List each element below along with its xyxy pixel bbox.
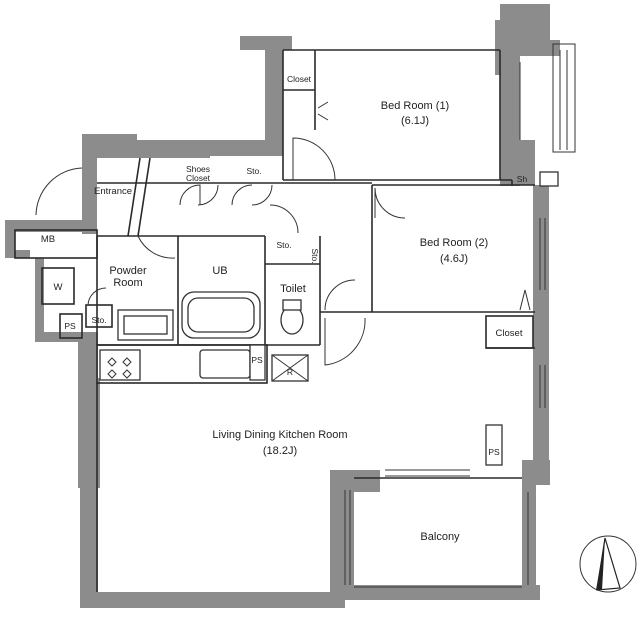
powder-room-name: Powder [109,265,147,277]
interior-walls [14,49,535,592]
shoes-closet-label: Shoes [186,164,210,174]
ub-name: UB [212,265,227,277]
bedroom2-size: (4.6J) [440,253,468,265]
windows [344,43,576,588]
shoes-closet-label-2: Closet [186,173,211,183]
storage-labels: Closet Shoes Closet Sto. Sto. Sto. Sto. … [41,74,528,457]
closet-right-label: Closet [496,328,523,339]
sto-powder-label: Sto. [91,315,106,325]
ldk-size: (18.2J) [263,445,297,457]
bedroom1-name: Bed Room (1) [381,100,449,112]
ldk-name: Living Dining Kitchen Room [212,429,347,441]
powder-room-name-2: Room [113,277,142,289]
ps-kitchen-label: PS [251,355,263,365]
doors [35,101,406,366]
toilet-name: Toilet [280,283,306,295]
room-labels: Bed Room (1) (6.1J) Bed Room (2) (4.6J) … [94,100,488,543]
w-label: W [54,282,63,293]
ps-right-label: PS [488,447,500,457]
balcony-name: Balcony [420,531,460,543]
fixtures [99,171,559,466]
ps-left-label: PS [64,321,76,331]
sto-mid-label: Sto. [276,240,291,250]
sh-label: Sh [517,174,528,184]
closet-top-label: Closet [287,74,312,84]
bedroom1-size: (6.1J) [401,115,429,127]
sto-top-label: Sto. [246,166,261,176]
r-label: R [287,367,293,377]
north-arrow-icon [579,535,637,593]
sto-vertical-label: Sto. [310,248,320,263]
entrance-name: Entrance [94,186,132,197]
bedroom2-name: Bed Room (2) [420,237,488,249]
mb-label: MB [41,234,55,245]
